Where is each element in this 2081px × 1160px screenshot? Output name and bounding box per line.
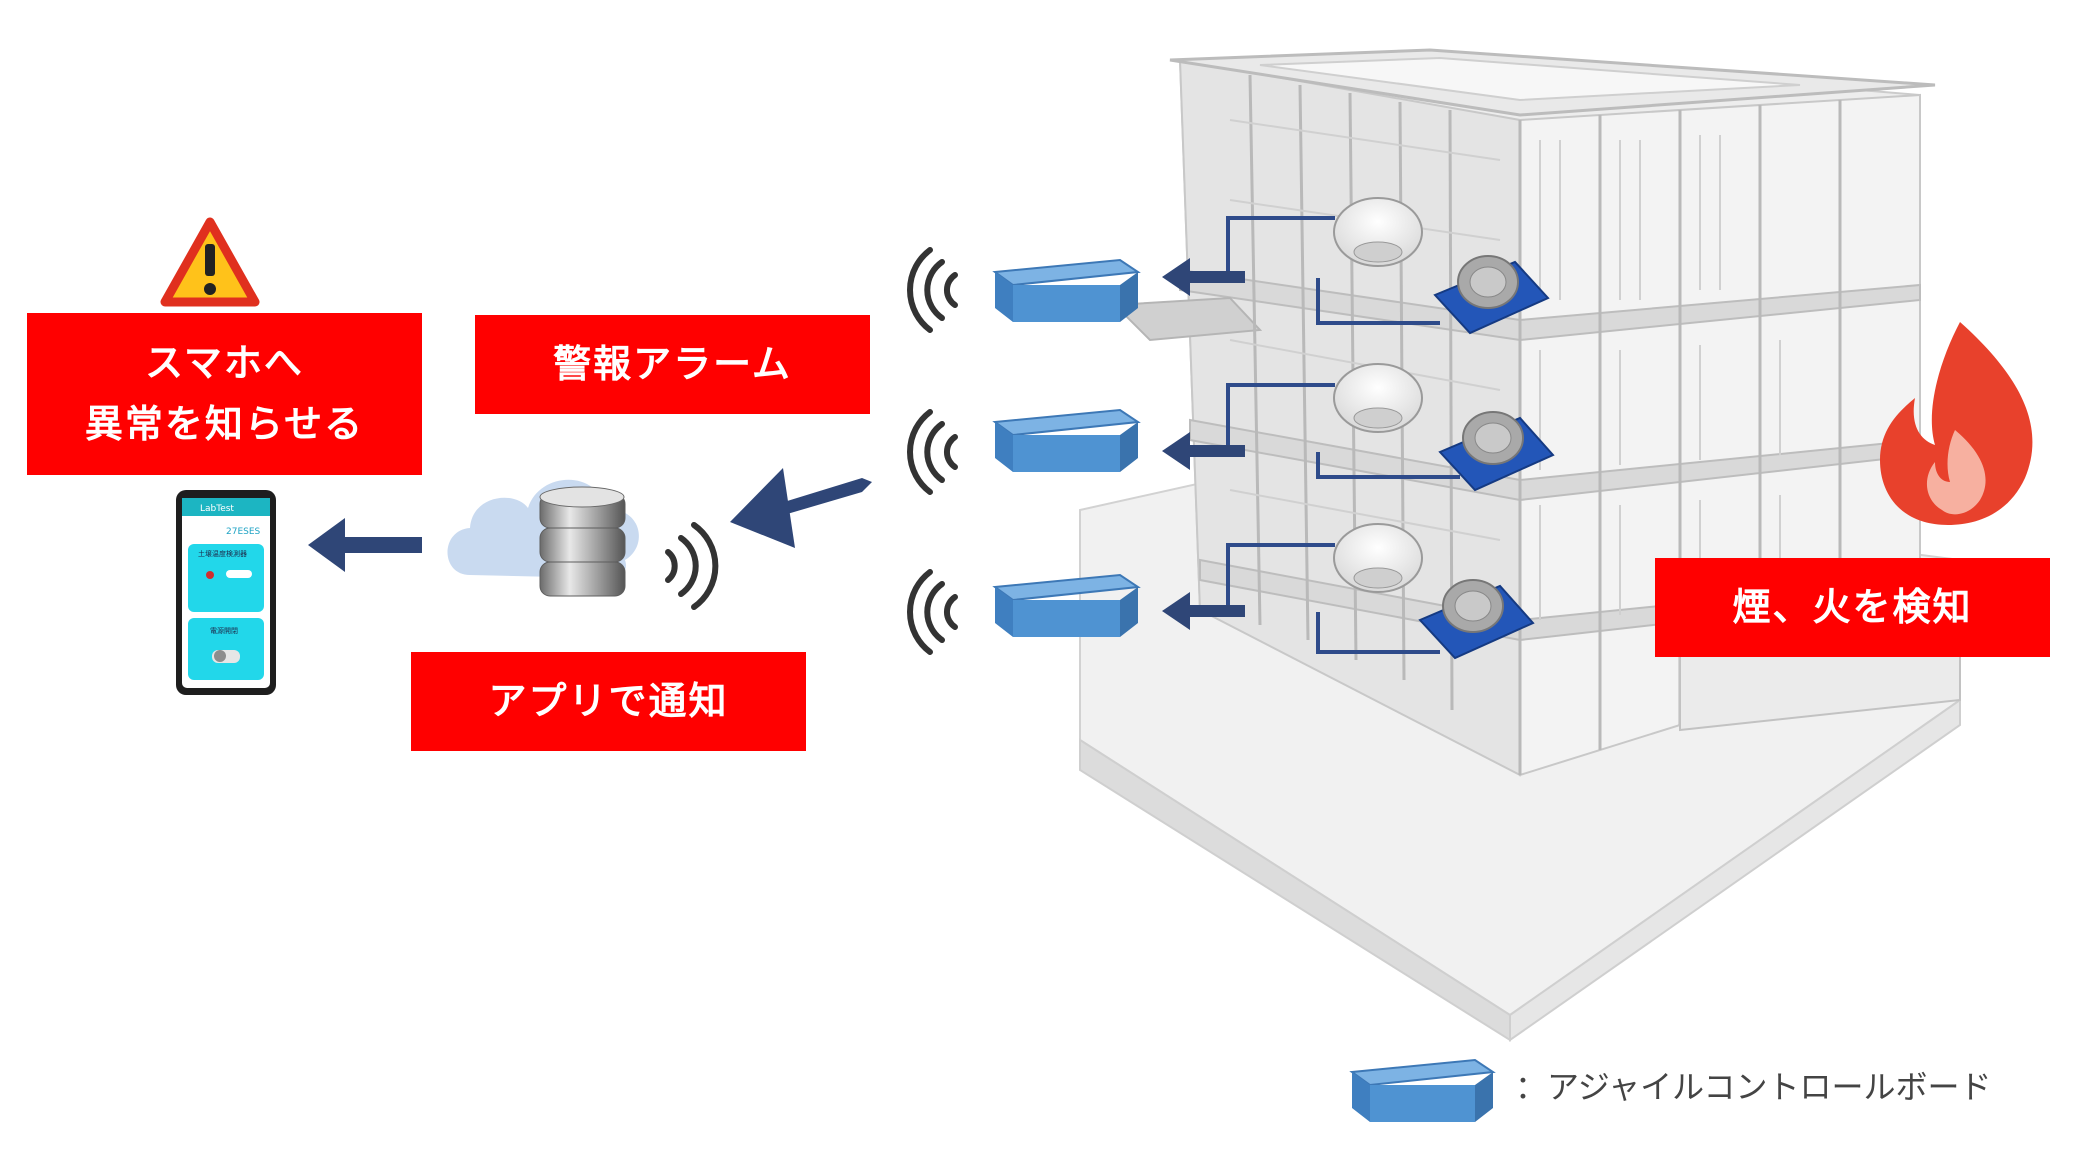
gas-sensor-icon: [1418, 255, 1555, 660]
fire-icon: [1880, 322, 2033, 525]
alarm-label-text: 警報アラーム: [553, 342, 792, 387]
detect-label: 煙、火を検知: [1655, 558, 2050, 657]
alarm-label: 警報アラーム: [475, 315, 870, 414]
agile-control-board-icon: [992, 258, 1141, 637]
detect-label-text: 煙、火を検知: [1732, 585, 1973, 630]
smartphone-icon: LabTest 27ESES 土壌温度検測器 電源開閉: [176, 490, 276, 695]
smoke-detector-icon: [1333, 197, 1423, 593]
app-notify-label-text: アプリで通知: [488, 679, 729, 724]
arrow-left-icon: [308, 518, 422, 572]
arrow-left-icon: [1162, 258, 1245, 630]
phone-notice-line2: 異常を知らせる: [84, 402, 365, 446]
phone-notice-label: スマホへ 異常を知らせる: [27, 313, 422, 475]
app-notify-label: アプリで通知: [411, 652, 806, 751]
legend-text: ：アジャイルコントロールボード: [1515, 1068, 1992, 1106]
wireless-icon: [907, 247, 958, 655]
wireless-icon: [665, 522, 719, 610]
phone-notice-line1: スマホへ: [145, 341, 304, 386]
building-illustration: [1079, 48, 1961, 1042]
warning-icon: [160, 217, 260, 307]
legend-board-icon: [1349, 1058, 1496, 1122]
phone-status-value: 27ESES: [226, 527, 261, 537]
phone-card1-title: 土壌温度検測器: [198, 549, 247, 558]
phone-app-title: LabTest: [200, 504, 234, 514]
phone-card2-title: 電源開閉: [210, 626, 238, 635]
arrow-to-cloud-icon: [730, 468, 872, 548]
database-icon: [539, 486, 626, 597]
